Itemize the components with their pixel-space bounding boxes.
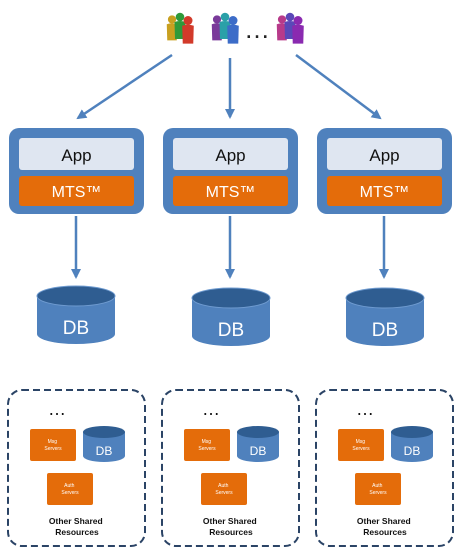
app-label: App: [215, 146, 245, 165]
panel-ellipsis: …: [356, 399, 374, 419]
msg-servers-label: Msg Servers: [44, 439, 62, 452]
msg-servers-label: Msg Servers: [352, 439, 370, 452]
shared-resources-panel: … Msg Servers DB Auth Servers Other Shar…: [7, 389, 146, 547]
auth-servers-box: [355, 473, 401, 505]
auth-servers-box: [47, 473, 93, 505]
db-label: DB: [96, 444, 113, 458]
auth-servers-label: Auth Servers: [215, 483, 233, 496]
app-label: App: [369, 146, 399, 165]
mts-label: MTS™: [360, 184, 410, 201]
database-icon: DB: [36, 285, 116, 344]
db-label: DB: [218, 320, 244, 341]
database-icon: DB: [83, 426, 125, 462]
database-icon: DB: [391, 426, 433, 462]
app-box: [173, 138, 288, 170]
app-box: [19, 138, 134, 170]
users-group-icon: [211, 12, 239, 44]
db-label: DB: [372, 320, 398, 341]
server-node: App MTS™: [9, 128, 144, 214]
users-group-icon: [166, 12, 194, 44]
panel-caption: Other Shared Resources: [49, 516, 105, 537]
users-group-icon: [276, 12, 304, 44]
app-box: [327, 138, 442, 170]
mts-box: [19, 176, 134, 206]
msg-servers-box: [338, 429, 384, 461]
shared-resources-panel: … Msg Servers DB Auth Servers Other Shar…: [315, 389, 454, 547]
mts-label: MTS™: [206, 184, 256, 201]
auth-servers-label: Auth Servers: [369, 483, 387, 496]
database-icon: DB: [237, 426, 279, 462]
panel-caption: Other Shared Resources: [203, 516, 259, 537]
auth-servers-box: [201, 473, 247, 505]
database-icon: DB: [345, 287, 425, 346]
arrow-users-to-server-3: [295, 54, 382, 120]
db-label: DB: [404, 444, 421, 458]
server-node: App MTS™: [317, 128, 452, 214]
mts-box: [173, 176, 288, 206]
msg-servers-box: [184, 429, 230, 461]
arrow-users-to-server-1: [76, 53, 173, 120]
database-icon: DB: [191, 287, 271, 346]
panel-caption: Other Shared Resources: [357, 516, 413, 537]
msg-servers-box: [30, 429, 76, 461]
panel-ellipsis: …: [48, 399, 66, 419]
msg-servers-label: Msg Servers: [198, 439, 216, 452]
app-label: App: [61, 146, 91, 165]
server-node: App MTS™: [163, 128, 298, 214]
db-label: DB: [250, 444, 267, 458]
panel-ellipsis: …: [202, 399, 220, 419]
mts-label: MTS™: [52, 184, 102, 201]
shared-resources-panel: … Msg Servers DB Auth Servers Other Shar…: [161, 389, 300, 547]
db-label: DB: [63, 318, 89, 339]
users-ellipsis: …: [244, 14, 270, 44]
mts-box: [327, 176, 442, 206]
auth-servers-label: Auth Servers: [61, 483, 79, 496]
